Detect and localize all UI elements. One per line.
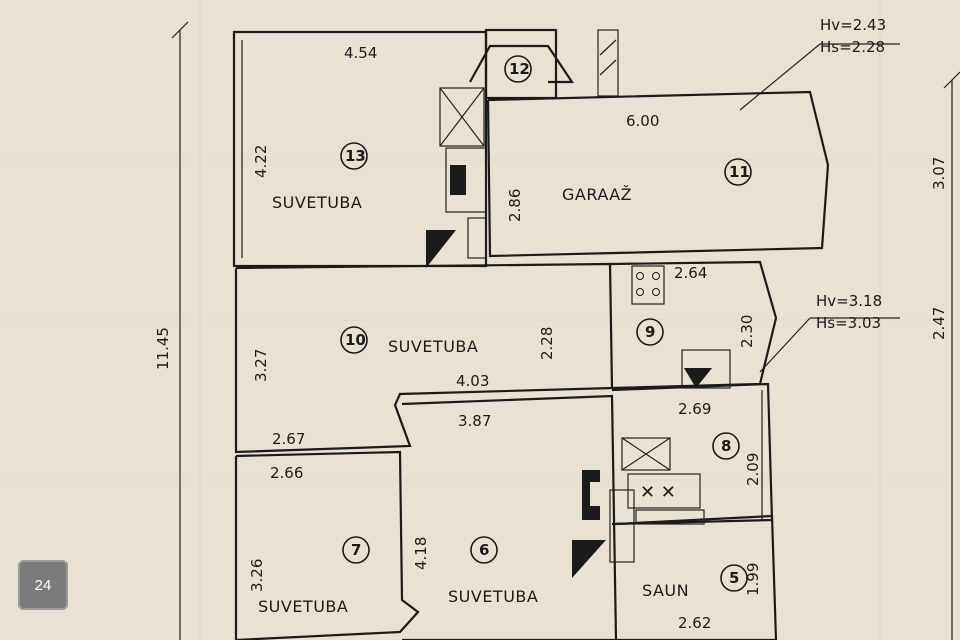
room-5-dim-height: 1.99 xyxy=(744,563,762,596)
room-10-label: SUVETUBA xyxy=(388,337,478,356)
room-5-number-circle xyxy=(720,564,748,592)
room-6-number: 6 xyxy=(479,541,489,559)
room-5: 1.99 2.62 5 SAUN xyxy=(642,563,762,632)
room-6-label: SUVETUBA xyxy=(448,587,538,606)
room-13-dim-height: 4.22 xyxy=(252,145,270,178)
room-11-dim-height: 2.86 xyxy=(506,189,524,222)
room-6-dim-height: 4.18 xyxy=(412,537,430,570)
room-7: 2.66 3.26 7 SUVETUBA xyxy=(248,464,370,616)
room-8-number: 8 xyxy=(721,437,731,455)
room-7-walls xyxy=(234,450,420,640)
room-12-walls xyxy=(469,44,575,84)
room-11-dim-width: 6.00 xyxy=(626,112,659,130)
room-10-dim-bottom: 2.67 xyxy=(272,430,305,448)
fireplace-fixture xyxy=(445,147,487,213)
stove-fixture xyxy=(627,473,701,509)
sink-fixture xyxy=(621,437,671,471)
room-5-walls xyxy=(615,514,778,640)
room-7-dim-height: 3.26 xyxy=(248,559,266,592)
room-10-dim-width: 4.03 xyxy=(456,372,489,390)
room-5-dim-width: 2.62 xyxy=(678,614,711,632)
room-11-number-circle xyxy=(724,158,752,186)
room-9-dim-height: 2.30 xyxy=(738,315,756,348)
room-5-label: SAUN xyxy=(642,581,689,600)
room-12-number-circle xyxy=(504,55,532,83)
room-10-number: 10 xyxy=(345,331,366,349)
room-8-dim-height: 2.09 xyxy=(744,453,762,486)
room-11-walls xyxy=(486,90,830,258)
height-hv-top: Hv=2.43 xyxy=(820,16,886,34)
room-9: 2.64 2.30 9 xyxy=(636,264,756,348)
height-hs-top: Hs=2.28 xyxy=(820,38,885,56)
room-10: 3.27 2.28 4.03 2.67 10 SUVETUBA xyxy=(252,326,556,448)
room-8-walls xyxy=(611,382,774,526)
room-13-number: 13 xyxy=(345,147,366,165)
room-6-walls xyxy=(401,394,618,640)
chimney-fixture xyxy=(439,87,485,147)
stair-marker xyxy=(426,230,456,268)
room-8-number-circle xyxy=(712,432,740,460)
height-hs-mid: Hs=3.03 xyxy=(816,314,881,332)
room-6: 3.87 4.18 6 SUVETUBA xyxy=(412,412,538,606)
walls xyxy=(232,28,830,640)
stair-marker-2 xyxy=(572,540,606,578)
room-9-dim-width: 2.64 xyxy=(674,264,707,282)
right-dim-b: 2.47 xyxy=(930,307,948,340)
room-13: 4.54 4.22 13 SUVETUBA xyxy=(252,44,377,212)
room-7-number: 7 xyxy=(351,541,361,559)
height-hv-mid: Hv=3.18 xyxy=(816,292,882,310)
room-11-label: GARAAŽ xyxy=(562,185,632,204)
room-8: 2.69 2.09 8 xyxy=(678,400,762,486)
right-dim-a: 3.07 xyxy=(930,157,948,190)
room-10-walls xyxy=(234,262,614,454)
svg-text:✕ ✕: ✕ ✕ xyxy=(640,482,676,503)
room-11: 6.00 2.86 GARAAŽ 11 xyxy=(506,112,752,222)
gallery-counter-text: 24 xyxy=(34,576,52,594)
room-9-number-circle xyxy=(636,318,664,346)
room-6-dim-width: 3.87 xyxy=(458,412,491,430)
room-13-dim-width: 4.54 xyxy=(344,44,377,62)
room-12: 12 xyxy=(504,55,532,83)
room-13-number-circle xyxy=(340,142,368,170)
room-7-dim-width: 2.66 xyxy=(270,464,303,482)
room-10-dim-height: 3.27 xyxy=(252,349,270,382)
room-11-number: 11 xyxy=(729,163,750,181)
room-6-number-circle xyxy=(470,536,498,564)
room-7-label: SUVETUBA xyxy=(258,597,348,616)
height-leaders xyxy=(739,43,900,373)
room-10-dim-inner: 2.28 xyxy=(538,327,556,360)
overall-dimension-left: 11.45 xyxy=(154,21,189,640)
room-12-number: 12 xyxy=(509,60,530,78)
room-5-number: 5 xyxy=(729,569,739,587)
room-9-number: 9 xyxy=(645,323,655,341)
room-8-dim-width: 2.69 xyxy=(678,400,711,418)
overall-dimension-right: 3.07 2.47 xyxy=(930,71,960,640)
overall-length-label: 11.45 xyxy=(154,327,172,370)
fixtures: ✕ ✕ xyxy=(426,87,731,578)
gallery-counter-badge[interactable]: 24 xyxy=(18,560,68,610)
stove-icon xyxy=(631,265,665,305)
room-7-number-circle xyxy=(342,536,370,564)
room-13-label: SUVETUBA xyxy=(272,193,362,212)
room-10-number-circle xyxy=(340,326,368,354)
